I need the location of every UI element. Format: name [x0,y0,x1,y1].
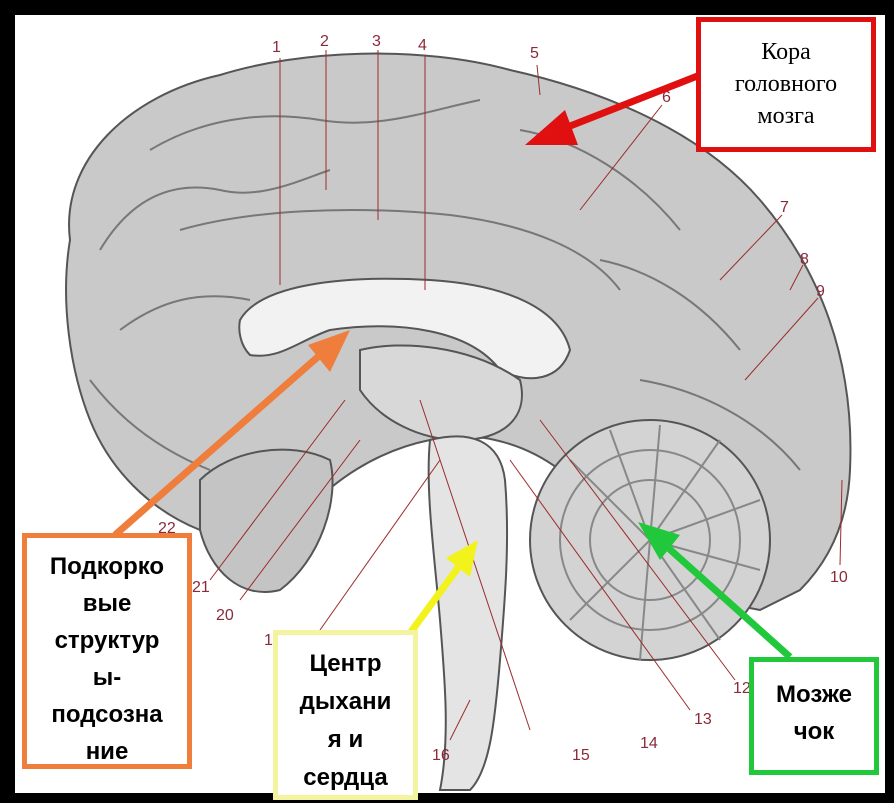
callout-breathing-heart-center: Центр дыхани я и сердца [273,630,418,800]
callout-subcortical-line: структур [27,622,187,659]
callout-subcortical-line: Подкорко [27,548,187,585]
callout-cortex-line: Кора [701,36,871,68]
label-21: 21 [192,579,210,596]
label-4: 4 [418,37,427,54]
callout-center-line: сердца [278,759,413,797]
callout-center-line: дыхани [278,683,413,721]
label-20: 20 [216,607,234,624]
callout-cortex-line: мозга [701,100,871,132]
label-7: 7 [780,199,789,216]
label-14: 14 [640,735,658,752]
callout-cortex-line: головного [701,68,871,100]
label-16: 16 [432,747,450,764]
label-10: 10 [830,569,848,586]
callout-subcortical-line: ние [27,733,187,770]
callout-center-line: я и [278,721,413,759]
callout-center-line: Центр [278,645,413,683]
label-8: 8 [800,251,809,268]
label-1: 1 [272,39,281,56]
label-5: 5 [530,45,539,62]
callout-cerebellum: Мозже чок [749,657,879,775]
callout-subcortical-line: подсозна [27,696,187,733]
callout-subcortical-line: вые [27,585,187,622]
label-15: 15 [572,747,590,764]
label-2: 2 [320,33,329,50]
label-3: 3 [372,33,381,50]
label-13: 13 [694,711,712,728]
label-9: 9 [816,283,825,300]
callout-cerebellum-line: Мозже [754,676,874,713]
callout-cortex: Кора головного мозга [696,17,876,152]
callout-subcortical-line: ы- [27,659,187,696]
callout-cerebellum-line: чок [754,713,874,750]
callout-subcortical: Подкорко вые структур ы- подсозна ние [22,533,192,769]
